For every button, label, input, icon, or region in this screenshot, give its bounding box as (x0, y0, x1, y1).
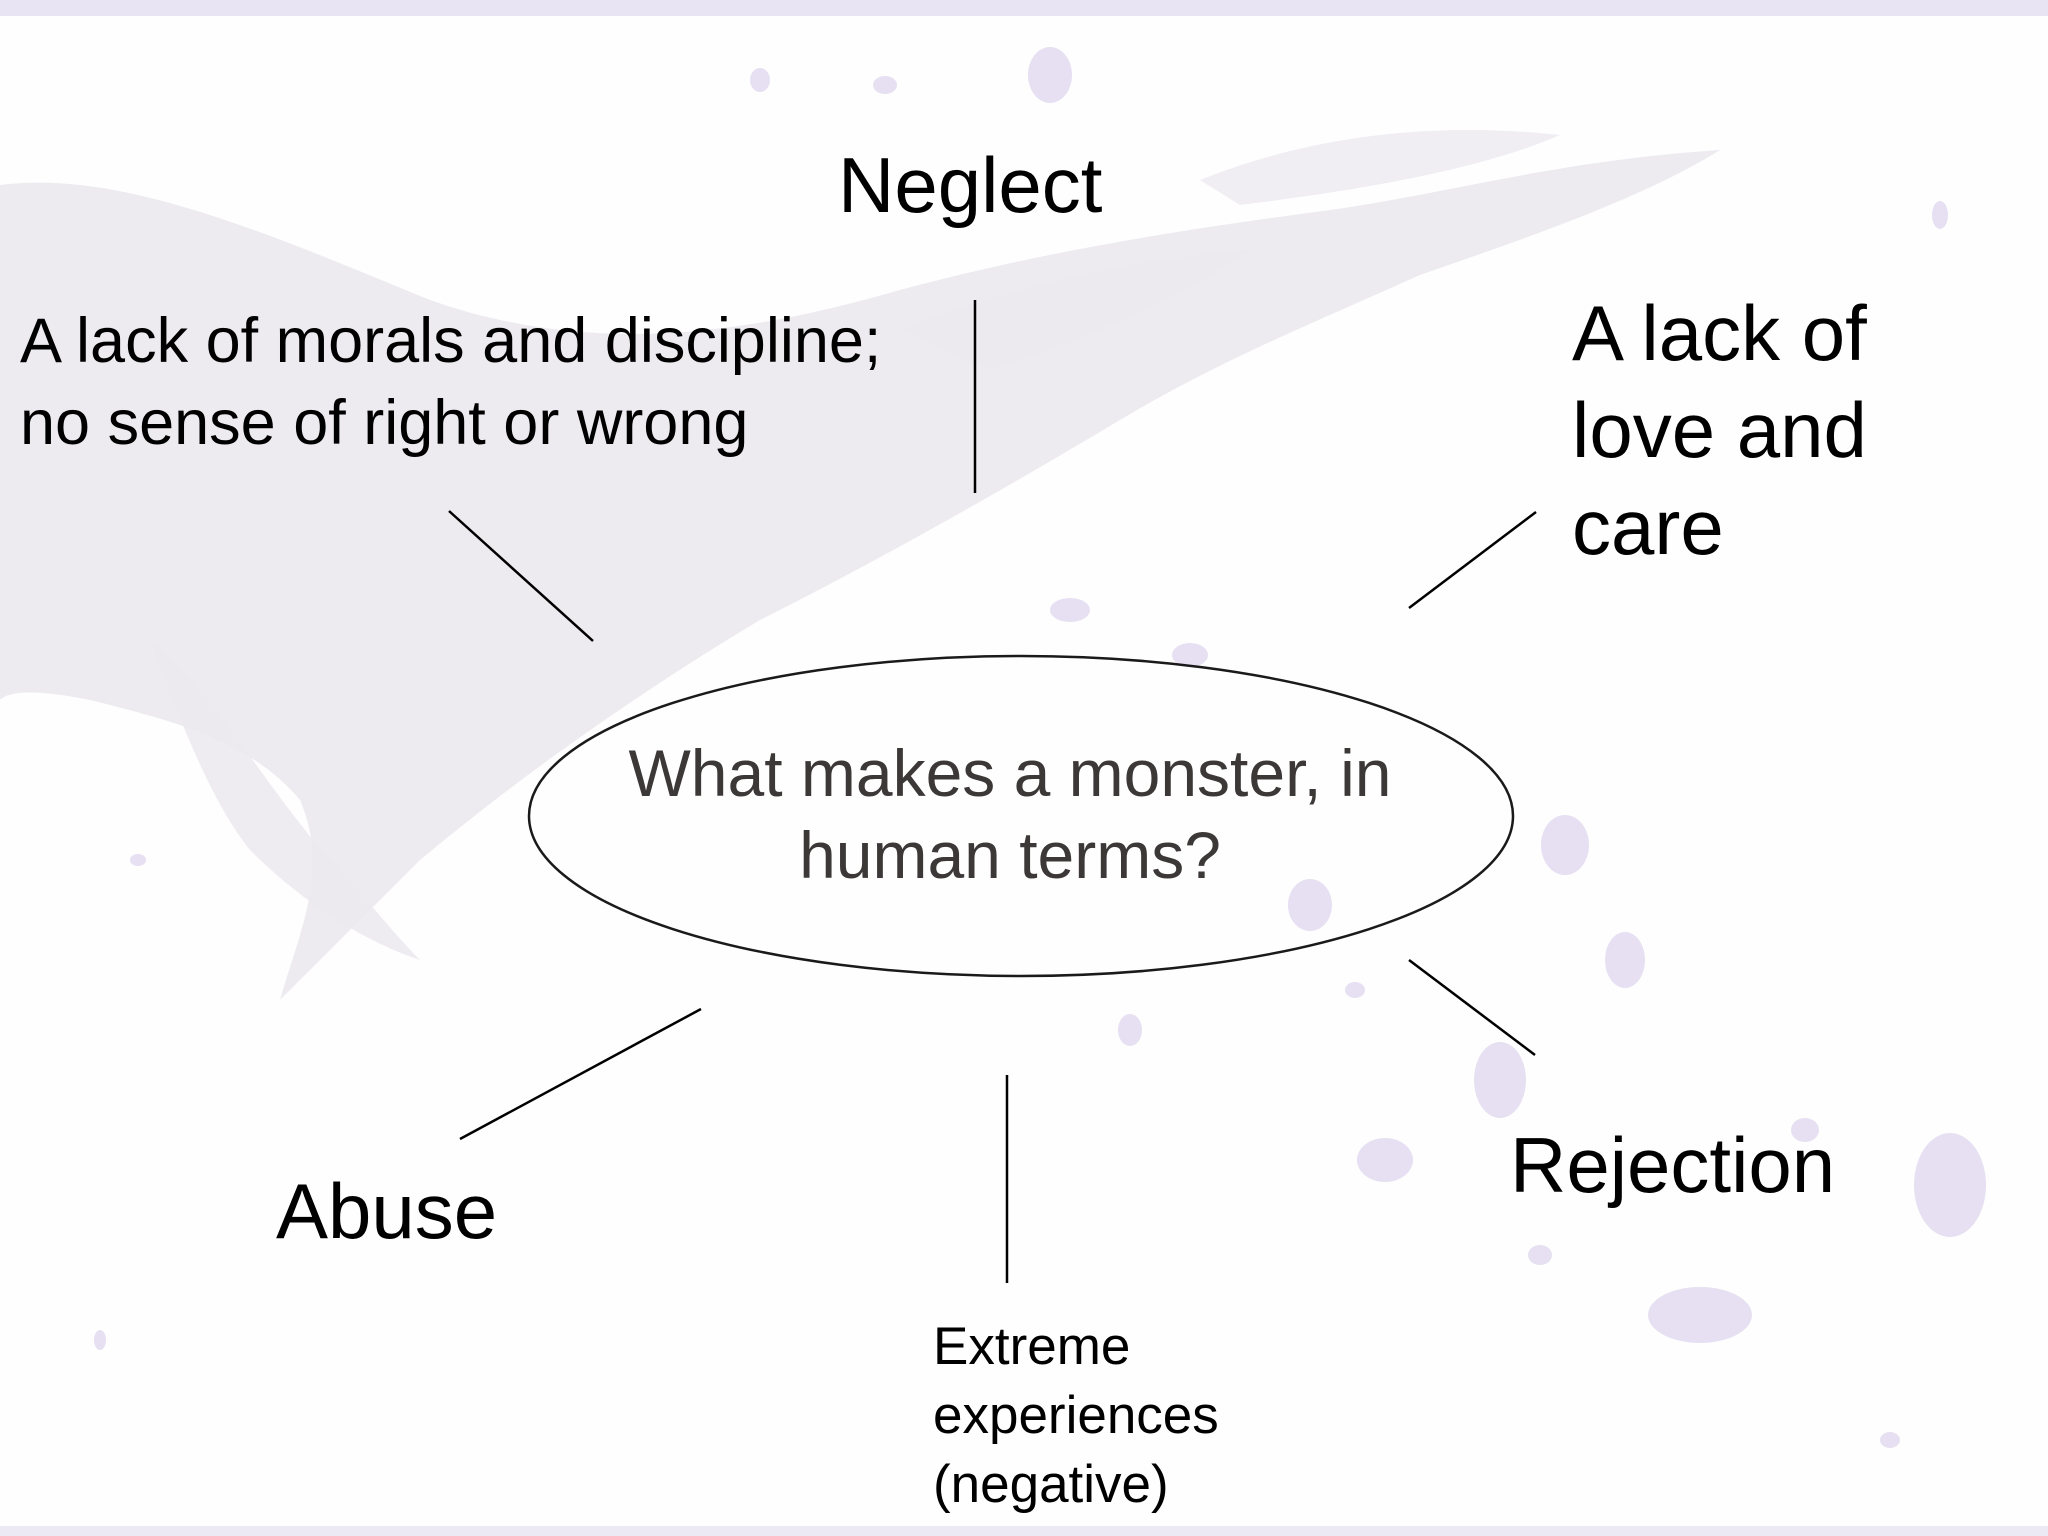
center-question: What makes a monster, in human terms? (628, 736, 1392, 892)
node-neglect: Neglect (838, 141, 1103, 229)
connector-morals (448, 510, 594, 642)
node-extreme-experiences: Extreme experiences (negative) (933, 1317, 1219, 1514)
connector-love (1408, 511, 1537, 609)
center-ellipse (527, 654, 1515, 978)
node-lack-of-love: A lack of love and care (1572, 289, 1867, 571)
node-rejection: Rejection (1510, 1121, 1836, 1209)
node-lack-of-morals: A lack of morals and discipline; no sens… (20, 306, 882, 458)
connector-rejection (1408, 959, 1536, 1056)
node-abuse: Abuse (276, 1167, 498, 1255)
connector-abuse (459, 1007, 702, 1141)
